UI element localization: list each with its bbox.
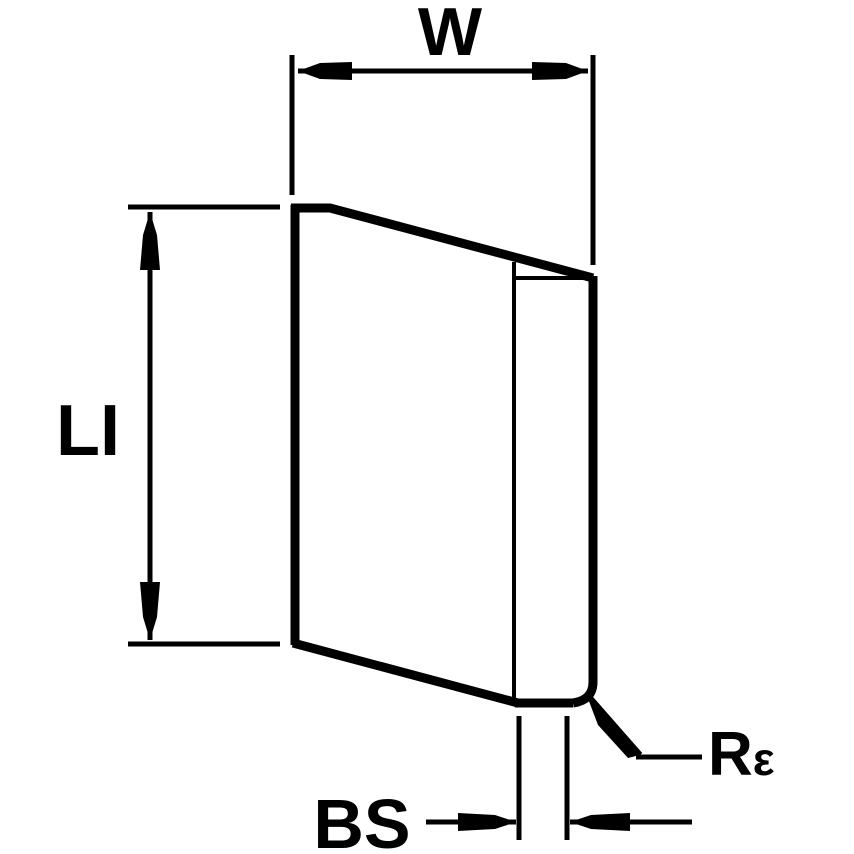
land-width-label: BS [313, 785, 410, 854]
arrow-right-icon [458, 813, 516, 831]
arrow-left-icon [570, 813, 630, 831]
length-label: LI [56, 391, 120, 471]
insert-outline [290, 203, 598, 708]
width-dimension [289, 55, 596, 265]
length-dimension [128, 204, 280, 647]
arrow-right-icon [532, 62, 588, 80]
corner-radius-leader [587, 696, 702, 760]
arrow-up-icon [140, 212, 160, 270]
arrow-left-icon [298, 62, 352, 80]
arrow-down-icon [140, 582, 160, 640]
land-width-dimension [426, 716, 692, 840]
width-label: W [418, 0, 483, 70]
corner-radius-label: Rε [708, 720, 775, 789]
